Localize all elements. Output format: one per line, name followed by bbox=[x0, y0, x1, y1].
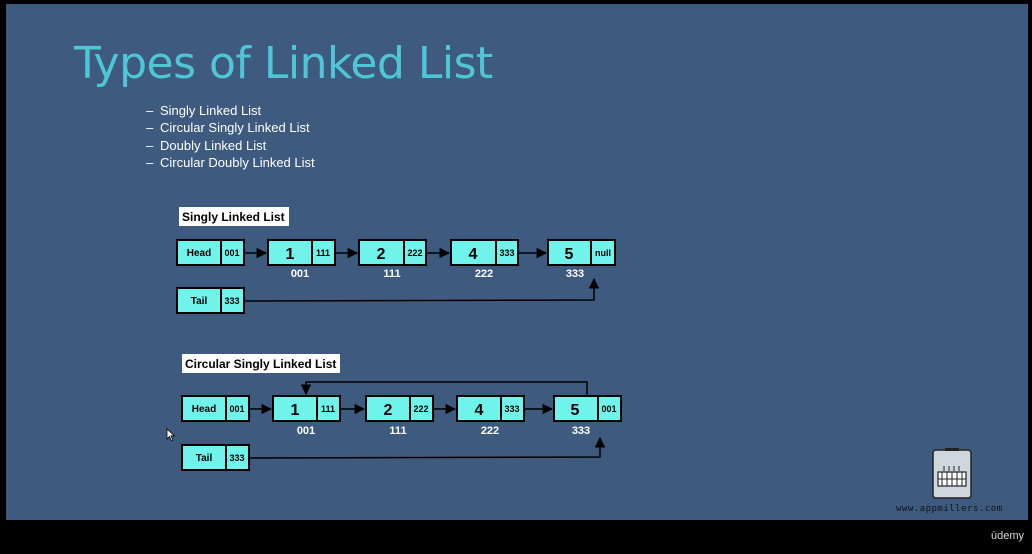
node-next: 333 bbox=[504, 404, 519, 414]
tail-ptr: 333 bbox=[224, 296, 239, 306]
node-value: 1 bbox=[286, 246, 295, 263]
node-next: 222 bbox=[407, 248, 422, 258]
node-value: 4 bbox=[475, 402, 484, 419]
tail-pointer-box: Tail 333 bbox=[181, 444, 250, 471]
list-node: 4 333 222 bbox=[456, 395, 525, 437]
bullet-item: –Circular Doubly Linked List bbox=[146, 154, 315, 170]
node-next: 333 bbox=[499, 248, 514, 258]
node-next: null bbox=[595, 248, 611, 258]
bullet-item: –Singly Linked List bbox=[146, 103, 262, 118]
appmillers-logo-icon bbox=[932, 448, 972, 499]
node-address: 222 bbox=[481, 425, 499, 437]
tail-pointer-box: Tail 333 bbox=[176, 287, 245, 314]
diagram-label-box bbox=[182, 354, 340, 373]
arrow-icon bbox=[300, 381, 588, 396]
node-address: 001 bbox=[291, 268, 309, 280]
diagram-label: Circular Singly Linked List bbox=[185, 357, 336, 371]
diagram-label-box bbox=[179, 207, 289, 226]
node-next: 222 bbox=[413, 404, 428, 414]
bullet-text: Circular Doubly Linked List bbox=[160, 154, 315, 170]
node-address: 333 bbox=[572, 425, 590, 437]
arrow-icon bbox=[248, 436, 606, 459]
bullet-list: –Singly Linked List –Circular Singly Lin… bbox=[146, 102, 315, 171]
list-node: 1 111 001 bbox=[272, 395, 341, 437]
node-value: 1 bbox=[291, 402, 300, 419]
node-value: 2 bbox=[377, 246, 386, 263]
circular-singly-linked-list-diagram: Circular Singly Linked List Head 001 1 1… bbox=[181, 354, 622, 471]
node-next: 111 bbox=[316, 248, 330, 258]
head-ptr: 001 bbox=[224, 248, 239, 258]
head-label: Head bbox=[187, 248, 211, 259]
video-bottom-bar: ūdemy bbox=[0, 520, 1032, 554]
node-address: 001 bbox=[297, 425, 315, 437]
head-label: Head bbox=[192, 404, 216, 415]
list-node: 2 222 111 bbox=[365, 395, 434, 437]
mouse-cursor-icon bbox=[166, 428, 176, 442]
node-next: 111 bbox=[321, 404, 335, 414]
list-node: 1 111 001 bbox=[267, 239, 336, 280]
arrow-icon bbox=[243, 277, 600, 302]
bullet-text: Singly Linked List bbox=[160, 103, 262, 118]
node-address: 333 bbox=[566, 268, 584, 280]
bullet-text: Doubly Linked List bbox=[160, 137, 267, 153]
list-node: 5 null 333 bbox=[547, 239, 616, 280]
brand-label: ūdemy bbox=[990, 530, 1024, 542]
singly-linked-list-diagram: Singly Linked List Head 001 1 111 001 2 bbox=[176, 207, 616, 314]
node-next: 001 bbox=[601, 404, 616, 414]
bullet-item: –Doubly Linked List bbox=[146, 137, 267, 153]
tail-ptr: 333 bbox=[229, 453, 244, 463]
tail-label: Tail bbox=[191, 296, 208, 307]
head-pointer-box: Head 001 bbox=[176, 239, 245, 266]
node-value: 4 bbox=[469, 246, 478, 263]
watermark-text: www.appmillers.com bbox=[896, 504, 1003, 514]
node-address: 222 bbox=[475, 268, 493, 280]
node-value: 5 bbox=[571, 402, 580, 419]
head-ptr: 001 bbox=[229, 404, 244, 414]
node-value: 5 bbox=[565, 246, 574, 263]
tail-label: Tail bbox=[196, 453, 213, 464]
list-node: 5 001 333 bbox=[553, 395, 622, 437]
bullet-item: –Circular Singly Linked List bbox=[146, 120, 310, 136]
diagram-label: Singly Linked List bbox=[182, 210, 285, 224]
head-pointer-box: Head 001 bbox=[181, 395, 250, 422]
slide-title: Types of Linked List bbox=[74, 38, 493, 89]
node-address: 111 bbox=[389, 425, 406, 437]
bullet-text: Circular Singly Linked List bbox=[160, 120, 310, 136]
node-value: 2 bbox=[384, 402, 393, 419]
list-node: 4 333 222 bbox=[450, 239, 519, 280]
list-node: 2 222 111 bbox=[358, 239, 427, 280]
node-address: 111 bbox=[383, 268, 400, 280]
